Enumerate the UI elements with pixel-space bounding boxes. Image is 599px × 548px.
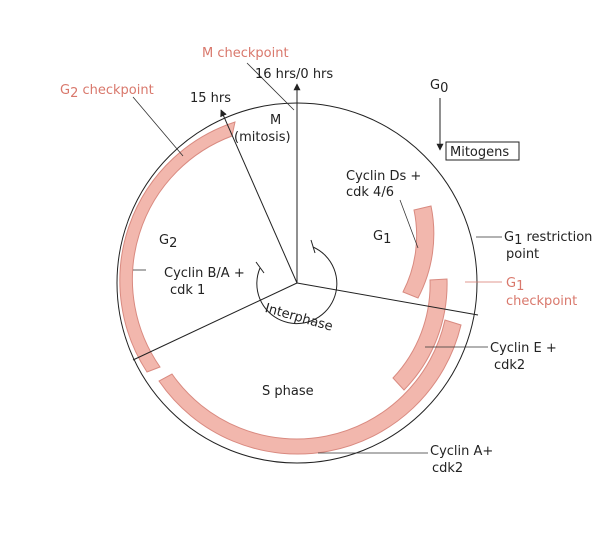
- g2-phase-label: G2: [159, 233, 177, 251]
- g2-checkpoint-rest: checkpoint: [78, 83, 153, 98]
- g1-restriction-sub: 1: [514, 233, 522, 248]
- cyclin-e-label: Cyclin E +: [490, 341, 557, 356]
- boundary-g1-s: [296, 282, 479, 316]
- g1-checkpoint-word-label: checkpoint: [506, 294, 577, 309]
- interphase-tick-g2: [255, 261, 265, 274]
- cyclin-ba-label: Cyclin B/A +: [164, 266, 245, 281]
- time-15-label: 15 hrs: [190, 91, 231, 106]
- m-phase-label: M: [270, 113, 281, 128]
- g1-checkpoint-g: G: [506, 276, 516, 291]
- cdk2-e-label: cdk2: [494, 358, 525, 373]
- g0-g: G: [430, 78, 440, 93]
- g2-cyclin-band: [119, 121, 236, 373]
- boundary-s-g2: [132, 282, 298, 361]
- s-phase-label: S phase: [262, 384, 314, 399]
- g1-checkpoint-sub: 1: [516, 279, 524, 294]
- g1-restriction-point-label: point: [506, 247, 539, 262]
- cdk46-label: cdk 4/6: [346, 185, 394, 200]
- time-16-0-label: 16 hrs/0 hrs: [255, 67, 333, 82]
- g1-phase-g: G: [373, 229, 383, 244]
- cdk1-label: cdk 1: [170, 283, 205, 298]
- interphase-tick-g1: [310, 239, 316, 254]
- g2-checkpoint-sub: 2: [70, 86, 78, 101]
- g2-phase-g: G: [159, 233, 169, 248]
- g1-restriction-label: G1 restriction: [504, 230, 592, 248]
- g1-restriction-g: G: [504, 230, 514, 245]
- g1-restriction-rest: restriction: [522, 230, 592, 245]
- g0-sub: 0: [440, 81, 448, 96]
- g0-label: G0: [430, 78, 448, 96]
- mitogens-label: Mitogens: [450, 145, 509, 160]
- g2-checkpoint-g: G: [60, 83, 70, 98]
- leader-cyclin-ds: [399, 199, 419, 249]
- mitosis-label: (mitosis): [234, 130, 291, 145]
- m-checkpoint-label: M checkpoint: [202, 46, 289, 61]
- g1-checkpoint-label: G1: [506, 276, 524, 294]
- interphase-arc: [256, 246, 338, 325]
- cyclin-ds-label: Cyclin Ds +: [346, 169, 421, 184]
- g1-phase-label: G1: [373, 229, 391, 247]
- interphase-label: Interphase: [263, 301, 334, 335]
- leader-m-checkpoint: [246, 62, 295, 111]
- s-cyclin-a-band: [158, 319, 462, 455]
- g1-phase-sub: 1: [383, 232, 391, 247]
- cdk2-a-label: cdk2: [432, 461, 463, 476]
- leader-g2-checkpoint: [132, 96, 184, 157]
- arrow-15-hrs: [220, 109, 298, 284]
- mitogens-box: [445, 141, 520, 161]
- g1-cyclin-d-band: [402, 205, 435, 299]
- g2-checkpoint-label: G2 checkpoint: [60, 83, 154, 101]
- g2-phase-sub: 2: [169, 236, 177, 251]
- cyclin-a-label: Cyclin A+: [430, 444, 493, 459]
